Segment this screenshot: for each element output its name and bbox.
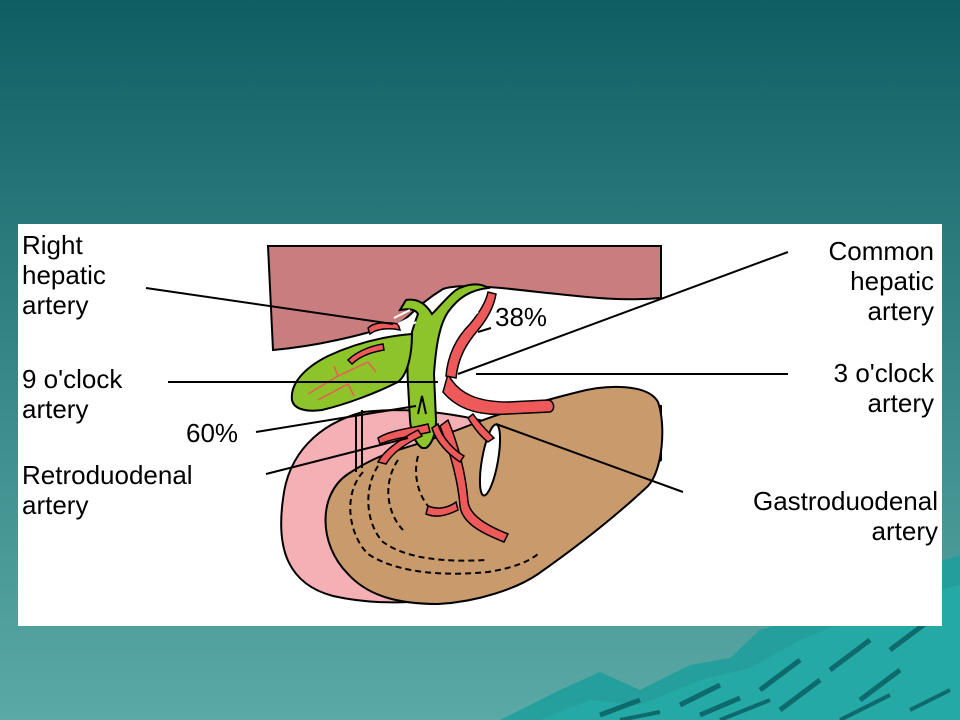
label-gastroduodenal-artery: Gastroduodenal artery <box>753 486 938 546</box>
label-3-oclock-artery: 3 o'clock artery <box>834 358 934 418</box>
label-line: artery <box>22 290 89 320</box>
label-38-percent: 38% <box>495 302 548 332</box>
label-line: artery <box>867 296 934 326</box>
label-line: 3 o'clock <box>833 358 934 388</box>
label-line: hepatic <box>22 260 106 290</box>
label-line: artery <box>867 388 934 418</box>
label-line: Right <box>22 230 83 260</box>
label-common-hepatic-artery: Common hepatic artery <box>829 236 934 326</box>
label-line: Common <box>828 236 934 266</box>
label-right-hepatic-artery: Right hepatic artery <box>22 230 106 320</box>
label-retroduodenal-artery: Retroduodenal artery <box>22 460 193 520</box>
diagram-panel: Right hepatic artery 9 o'clock artery Re… <box>18 224 942 626</box>
label-line: Retroduodenal <box>22 460 193 490</box>
arteries <box>346 291 555 543</box>
anatomy-diagram <box>145 245 789 606</box>
label-60-percent: 60% <box>186 418 239 448</box>
label-line: 9 o'clock <box>22 364 123 394</box>
pancreas <box>324 385 664 606</box>
label-line: hepatic <box>850 266 934 296</box>
label-line: artery <box>22 394 89 424</box>
label-9-oclock-artery: 9 o'clock artery <box>22 364 122 424</box>
liver <box>266 245 662 352</box>
label-line: artery <box>871 516 938 546</box>
label-line: Gastroduodenal <box>752 486 938 516</box>
label-line: artery <box>22 490 89 520</box>
